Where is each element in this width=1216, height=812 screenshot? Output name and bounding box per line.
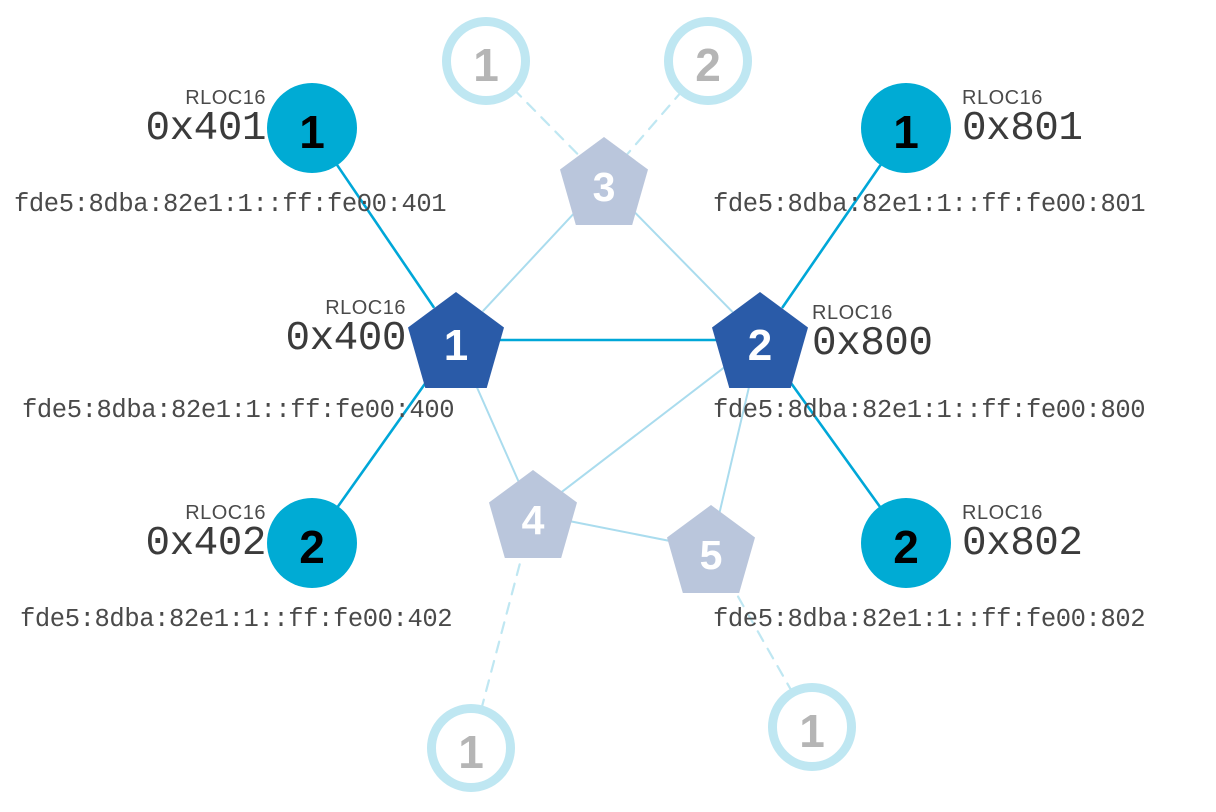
rloc-caption: RLOC16: [185, 87, 266, 109]
link-f1c-r5: [727, 579, 794, 695]
rloc-label-0x400: RLOC16 0x400: [158, 298, 406, 361]
link-r800-r3: [628, 205, 733, 313]
node-glyph: 3: [592, 163, 616, 210]
link-c402-r400: [333, 371, 435, 513]
link-f1a-r3: [512, 87, 580, 157]
node-r5[interactable]: 5: [667, 505, 755, 593]
link-c801-r800: [781, 158, 886, 309]
link-r400-r4: [471, 375, 520, 483]
node-glyph: 2: [747, 321, 773, 370]
rloc-value: 0x801: [962, 106, 1083, 152]
rloc-caption: RLOC16: [325, 297, 406, 319]
node-glyph: 1: [799, 705, 825, 757]
node-c401[interactable]: 1: [267, 83, 357, 173]
link-r4-r5: [567, 519, 677, 544]
node-glyph: 1: [893, 106, 919, 158]
address-0x801: fde5:8dba:82e1:1::ff:fe00:801: [713, 190, 1146, 219]
rloc-label-0x802: RLOC16 0x802: [962, 503, 1210, 566]
node-glyph: 1: [458, 726, 484, 778]
node-r400[interactable]: 1: [408, 292, 504, 388]
link-c802-r800: [782, 371, 885, 513]
rloc-value: 0x800: [812, 321, 933, 367]
rloc-value: 0x401: [145, 106, 266, 152]
address-0x802: fde5:8dba:82e1:1::ff:fe00:802: [713, 605, 1146, 634]
rloc-caption: RLOC16: [962, 502, 1043, 524]
node-r800[interactable]: 2: [712, 292, 808, 388]
node-c402[interactable]: 2: [267, 498, 357, 588]
node-f1c[interactable]: 1: [768, 683, 856, 771]
link-c401-r400: [332, 159, 435, 309]
address-0x401: fde5:8dba:82e1:1::ff:fe00:401: [14, 190, 447, 219]
node-glyph: 2: [893, 521, 919, 573]
node-glyph: 1: [299, 106, 325, 158]
rloc-caption: RLOC16: [962, 87, 1043, 109]
address-0x402: fde5:8dba:82e1:1::ff:fe00:402: [20, 605, 453, 634]
node-r3[interactable]: 3: [560, 137, 648, 225]
rloc-caption: RLOC16: [185, 502, 266, 524]
rloc-label-0x801: RLOC16 0x801: [962, 88, 1210, 151]
link-r800-r4: [560, 363, 730, 494]
node-glyph: 4: [521, 496, 545, 543]
link-f1b-r4: [479, 547, 525, 712]
address-0x400: fde5:8dba:82e1:1::ff:fe00:400: [22, 396, 455, 425]
rloc-label-0x402: RLOC16 0x402: [18, 503, 266, 566]
rloc-value: 0x802: [962, 521, 1083, 567]
node-glyph: 2: [299, 521, 325, 573]
node-c801[interactable]: 1: [861, 83, 951, 173]
rloc-value: 0x402: [145, 521, 266, 567]
rloc-value: 0x400: [285, 316, 406, 362]
link-r400-r3: [482, 206, 581, 312]
node-f2a[interactable]: 2: [664, 17, 752, 105]
link-r800-r5: [718, 377, 752, 515]
node-glyph: 2: [695, 39, 721, 91]
rloc-label-0x800: RLOC16 0x800: [812, 303, 1060, 366]
link-f2a-r3: [626, 89, 684, 155]
node-glyph: 5: [699, 531, 723, 578]
node-glyph: 1: [443, 321, 469, 370]
address-0x800: fde5:8dba:82e1:1::ff:fe00:800: [713, 396, 1146, 425]
node-glyph: 1: [473, 39, 499, 91]
node-c802[interactable]: 2: [861, 498, 951, 588]
node-f1a[interactable]: 1: [442, 17, 530, 105]
node-r4[interactable]: 4: [489, 470, 577, 558]
node-f1b[interactable]: 1: [427, 704, 515, 792]
rloc-caption: RLOC16: [812, 302, 893, 324]
rloc-label-0x401: RLOC16 0x401: [18, 88, 266, 151]
